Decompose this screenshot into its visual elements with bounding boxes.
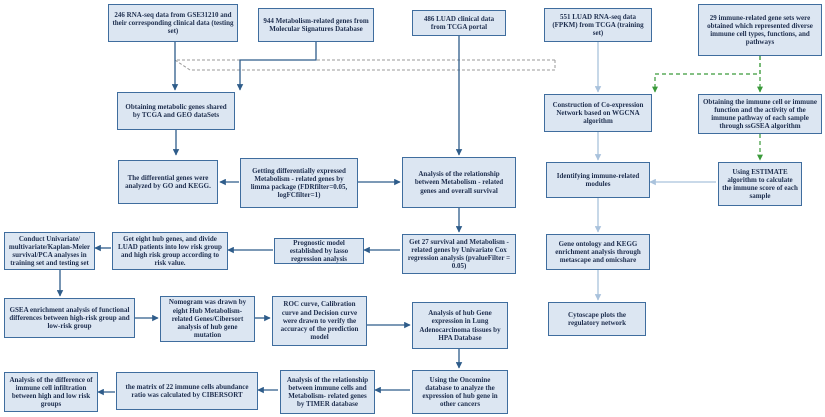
roc-curve-box: ROC curve, Calibration curve and Decisio…: [272, 296, 367, 346]
immune-modules-box: Identifying immune-related modules: [546, 162, 650, 198]
diff-expressed-box: Getting differentially expressed Metabol…: [240, 158, 358, 208]
cibersort-matrix-box: the matrix of 22 immune cells abundance …: [116, 372, 258, 410]
immune-gene-sets-box: 29 immune-related gene sets were obtaine…: [698, 4, 822, 56]
oncomine-box: Using the Oncomine database to analyze t…: [412, 370, 508, 414]
nomogram-box: Nomogram was drawn by eight Hub Metaboli…: [160, 296, 255, 342]
hub-genes-box: Get eight hub genes, and divide LUAD pat…: [112, 232, 228, 270]
immune-infiltration-box: Analysis of the difference of immune cel…: [4, 372, 98, 412]
prognostic-model-box: Prognostic model established by lasso re…: [274, 238, 364, 264]
univariate-analyses-box: Conduct Univariate/ multivariate/Kaplan-…: [4, 232, 95, 270]
shared-genes-box: Obtaining metabolic genes shared by TCGA…: [117, 92, 235, 130]
light-dashed-arrows: [597, 132, 716, 300]
survival-relationship-box: Analysis of the relationship between Met…: [402, 157, 516, 208]
hpa-analysis-box: Analysis of hub Gene expression in Lung …: [412, 302, 508, 349]
estimate-box: Using ESTIMATE algorithm to calculate th…: [718, 162, 802, 206]
luad-clinical-box: 486 LUAD clinical data from TCGA portal: [412, 10, 506, 36]
main-arrows: [56, 36, 463, 396]
coexpression-network-box: Construction of Co-expression Network ba…: [544, 94, 652, 132]
timer-box: Analysis of the relationship between imm…: [280, 370, 375, 414]
green-arrows: [652, 56, 763, 161]
cox-regression-box: Get 27 survival and Metabolism - related…: [402, 234, 516, 274]
cytoscape-box: Cytoscape plots the regulatory network: [548, 302, 646, 336]
dashed-merge-lines: [174, 42, 556, 71]
luad-training-box: 551 LUAD RNA-seq data (FPKM) from TCGA (…: [544, 8, 652, 42]
gsea-box: GSEA enrichment analysis of functional d…: [4, 298, 135, 338]
metabolism-genes-box: 944 Metabolism-related genes from Molecu…: [258, 8, 374, 42]
go-kegg-box: The differential genes were analyzed by …: [118, 160, 218, 204]
ssgsea-box: Obtaining the immune cell or immune func…: [698, 94, 822, 134]
gse-testing-box: 246 RNA-seq data from GSE31210 and their…: [108, 4, 238, 42]
ontology-kegg-box: Gene ontology and KEGG enrichment analys…: [546, 234, 650, 270]
